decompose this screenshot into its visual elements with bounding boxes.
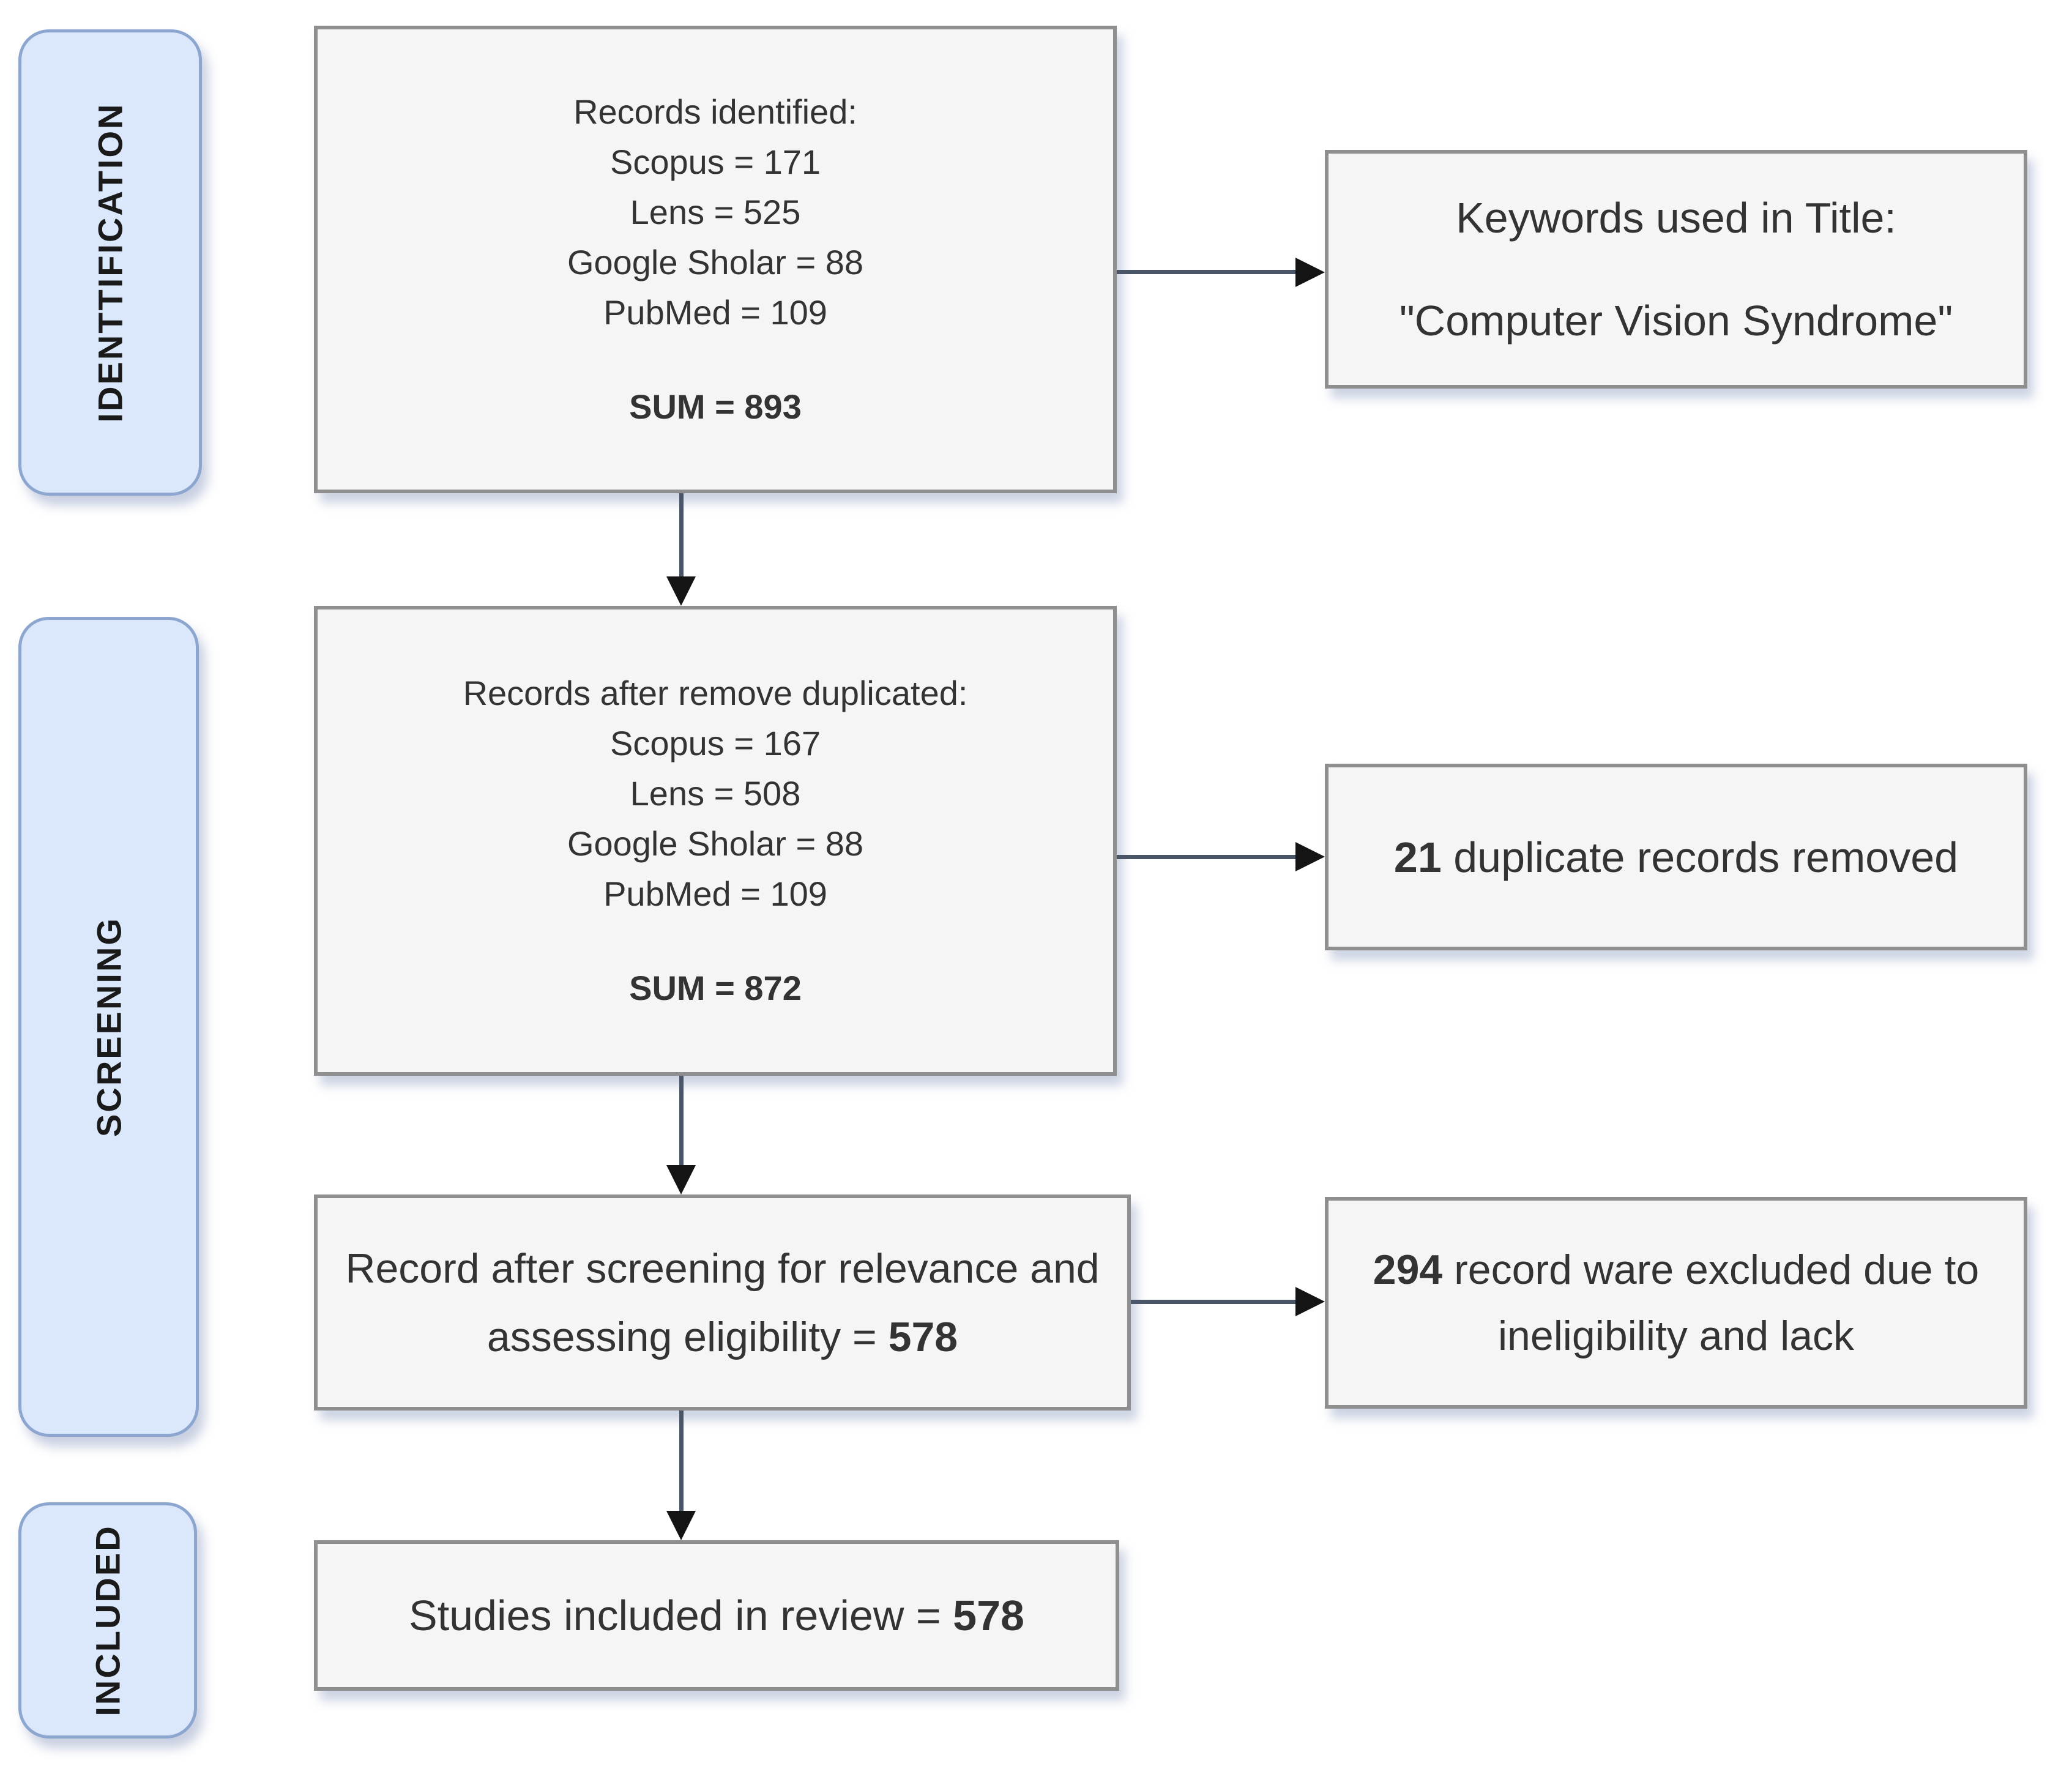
stage-identification-label: IDENTTIFICATION [91, 102, 130, 423]
records-deduplicated-row-pubmed: PubMed = 109 [603, 874, 827, 913]
records-screened-line2-prefix: assessing eligibility = [486, 1313, 889, 1360]
arrow-right-icon [1295, 842, 1325, 871]
arrow-down-icon [666, 576, 696, 606]
records-screened-count: 578 [888, 1313, 958, 1360]
studies-included-box: Studies included in review = 578 [314, 1540, 1119, 1691]
duplicates-removed-count: 21 [1393, 833, 1442, 881]
arrow-right-icon [1295, 1287, 1325, 1316]
duplicates-removed-text: duplicate records removed [1441, 833, 1959, 881]
records-excluded-line2: ineligibility and lack [1497, 1313, 1855, 1359]
records-excluded-count: 294 [1373, 1247, 1443, 1293]
records-screened-line2: assessing eligibility = 578 [487, 1303, 958, 1371]
studies-included-line: Studies included in review = 578 [409, 1588, 1024, 1643]
connector-screened-to-excluded-line [1131, 1300, 1295, 1304]
studies-included-count: 578 [953, 1592, 1024, 1639]
records-deduplicated-row-lens: Lens = 508 [630, 774, 801, 813]
connector-deduplicated-to-screened-line [679, 1076, 684, 1168]
records-excluded-line1: 294 record ware excluded due to [1373, 1237, 1979, 1303]
records-excluded-box: 294 record ware excluded due to ineligib… [1325, 1197, 2027, 1409]
records-deduplicated-sum: SUM = 872 [629, 969, 802, 1007]
connector-deduplicated-to-duplicates-line [1117, 855, 1295, 859]
studies-included-prefix: Studies included in review = [409, 1592, 953, 1639]
stage-screening-label: SCREENING [89, 917, 128, 1137]
records-identified-title: Records identified: [573, 92, 857, 131]
arrow-down-icon [666, 1165, 696, 1194]
records-screened-box: Record after screening for relevance and… [314, 1194, 1131, 1411]
records-deduplicated-row-scopus: Scopus = 167 [609, 724, 821, 762]
arrow-down-icon [666, 1511, 696, 1540]
records-deduplicated-title: Records after remove duplicated: [463, 674, 968, 712]
records-identified-row-scopus: Scopus = 171 [609, 143, 821, 181]
records-deduplicated-box: Records after remove duplicated: Scopus … [314, 606, 1117, 1076]
keywords-phrase: "Computer Vision Syndrome" [1399, 297, 1953, 345]
arrow-right-icon [1295, 258, 1325, 287]
keywords-box: Keywords used in Title: "Computer Vision… [1325, 150, 2027, 389]
records-deduplicated-row-google-scholar: Google Sholar = 88 [567, 824, 864, 863]
connector-identified-to-keywords-line [1117, 270, 1295, 274]
keywords-title: Keywords used in Title: [1456, 194, 1896, 242]
records-identified-sum: SUM = 893 [629, 387, 802, 426]
records-identified-row-google-scholar: Google Sholar = 88 [567, 243, 864, 281]
connector-identified-to-deduplicated-line [679, 493, 684, 579]
records-identified-row-lens: Lens = 525 [630, 193, 801, 231]
stage-screening: SCREENING [18, 617, 199, 1437]
stage-included-label: INCLUDED [88, 1524, 127, 1716]
records-identified-row-pubmed: PubMed = 109 [603, 293, 827, 332]
records-identified-box: Records identified: Scopus = 171 Lens = … [314, 26, 1117, 493]
records-excluded-line1-text: record ware excluded due to [1442, 1247, 1980, 1293]
duplicates-removed-line: 21 duplicate records removed [1394, 830, 1958, 885]
records-screened-line1: Record after screening for relevance and [345, 1245, 1100, 1292]
stage-identification: IDENTTIFICATION [18, 29, 202, 496]
duplicates-removed-box: 21 duplicate records removed [1325, 764, 2027, 950]
stage-included: INCLUDED [18, 1502, 197, 1739]
connector-screened-to-included-line [679, 1411, 684, 1513]
